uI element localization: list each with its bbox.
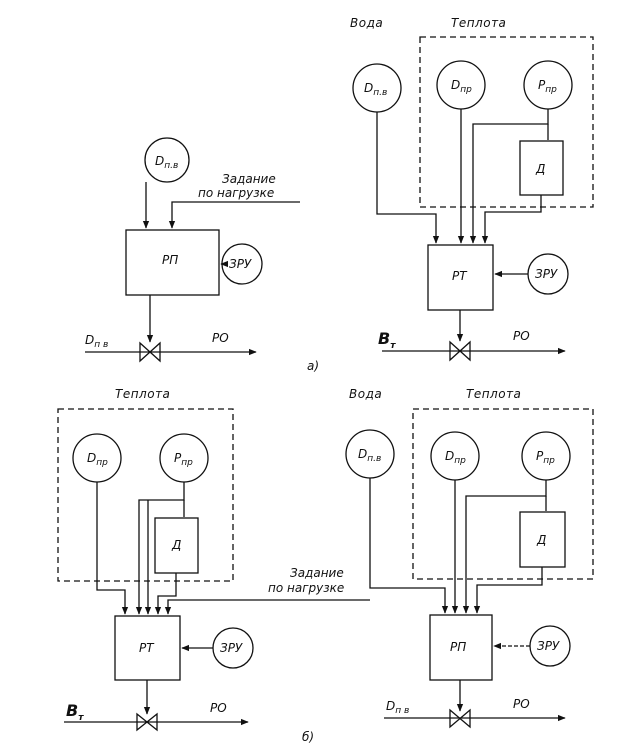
panel-bottom-left — [57, 408, 370, 732]
label-d-pv: Dп.в — [155, 154, 178, 171]
panel-top-left — [85, 137, 300, 363]
task-line1: Задание — [290, 566, 344, 580]
label-rp: РП — [450, 640, 466, 654]
label-d-pr: Dпр — [445, 449, 466, 466]
task-line1: Задание — [222, 172, 276, 186]
valve-icon — [449, 340, 471, 362]
valve-icon — [136, 712, 158, 732]
label-d-pv: Dп.в — [364, 81, 387, 98]
label-p-pr: Pпр — [174, 451, 193, 468]
flow-d-pv: Dп в — [85, 333, 108, 350]
label-rt: РТ — [139, 641, 155, 655]
label-d: Д — [535, 162, 545, 176]
label-p-pr: Pпр — [536, 449, 555, 466]
heading-heat: Теплота — [451, 16, 506, 30]
label-zru: ЗРУ — [537, 639, 560, 653]
heading-water: Вода — [350, 16, 383, 30]
caption-b: б) — [302, 730, 314, 744]
flow-d-pv: Dп в — [386, 699, 409, 716]
flow-bt: Вт — [66, 701, 84, 723]
label-zru: ЗРУ — [229, 257, 252, 271]
label-d: Д — [171, 538, 181, 552]
label-d-pv: Dп.в — [358, 447, 381, 464]
heat-group-box — [412, 408, 594, 580]
feedwater-flow-sensor — [144, 137, 190, 183]
label-d-pr: Dпр — [451, 78, 472, 95]
label-d-pr: Dпр — [87, 451, 108, 468]
panel-bottom-right — [345, 408, 594, 729]
label-zru: ЗРУ — [220, 641, 243, 655]
heading-water: Вода — [349, 387, 382, 401]
task-line2: по нагрузке — [198, 186, 274, 200]
valve-icon — [449, 708, 471, 729]
label-d: Д — [536, 533, 546, 547]
regulator-rp-box — [125, 229, 220, 296]
flow-ro: РО — [210, 701, 227, 715]
heading-heat: Теплота — [115, 387, 170, 401]
label-rp: РП — [162, 253, 178, 267]
caption-a: а) — [307, 359, 319, 373]
flow-bt: Вт — [378, 329, 396, 351]
panel-top-right — [352, 36, 594, 362]
task-line2: по нагрузке — [268, 581, 344, 595]
label-rt: РТ — [452, 269, 468, 283]
label-p-pr: Pпр — [538, 78, 557, 95]
flow-ro: РО — [513, 329, 530, 343]
heat-group-box — [57, 408, 234, 582]
flow-ro: РО — [513, 697, 530, 711]
heat-group-box — [419, 36, 594, 208]
regulator-rp-box — [429, 614, 493, 681]
valve-icon — [139, 341, 161, 363]
flow-ro: РО — [212, 331, 229, 345]
heading-heat: Теплота — [466, 387, 521, 401]
label-zru: ЗРУ — [535, 267, 558, 281]
